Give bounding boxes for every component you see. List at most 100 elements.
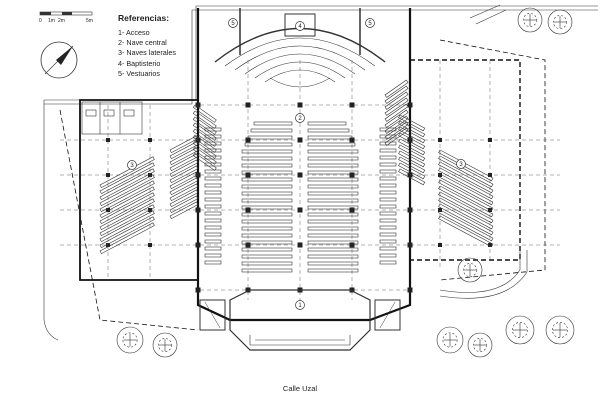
side-pew: [99, 156, 155, 189]
pew-aisle-left: [204, 211, 222, 216]
pew-aisle-left: [204, 253, 222, 258]
columns: [106, 102, 492, 293]
column: [195, 172, 201, 178]
side-pew: [398, 150, 426, 168]
column: [245, 207, 251, 213]
side-pew: [398, 114, 426, 132]
pew-left: [241, 212, 293, 217]
side-pew: [169, 195, 199, 214]
column: [297, 172, 303, 178]
column: [195, 102, 201, 108]
column: [349, 172, 355, 178]
side-pew: [99, 210, 155, 243]
side-pew: [99, 222, 155, 255]
legend-item-vestuarios: 5- Vestuarios: [118, 68, 160, 78]
trees: [116, 7, 575, 358]
pew-left: [241, 247, 293, 252]
pew-left: [241, 198, 293, 203]
side-pew: [169, 153, 199, 172]
side-nave-pews: [99, 79, 494, 255]
side-pew: [384, 115, 409, 134]
tree-icon: [116, 326, 144, 354]
pew-right: [307, 205, 359, 210]
pew-right: [307, 121, 347, 126]
area-marker: 5: [228, 18, 238, 28]
column: [349, 242, 355, 248]
side-pew: [384, 85, 409, 104]
tree-icon: [517, 7, 543, 33]
side-pew: [169, 147, 199, 166]
side-pew: [169, 165, 199, 184]
pew-left: [241, 226, 293, 231]
pew-aisle-right: [379, 141, 397, 146]
side-pew: [192, 116, 217, 135]
pew-right: [307, 226, 359, 231]
pew-right: [307, 142, 356, 147]
pew-left: [253, 121, 293, 126]
column: [438, 173, 442, 177]
side-pew: [99, 180, 155, 213]
column: [297, 102, 303, 108]
side-pew: [438, 215, 494, 248]
street-label: Calle Uzal: [282, 384, 318, 393]
pew-right: [307, 135, 353, 140]
column: [297, 137, 303, 143]
pew-left: [244, 142, 293, 147]
pew-aisle-right: [379, 225, 397, 230]
pew-aisle-left: [204, 204, 222, 209]
pew-aisle-left: [204, 190, 222, 195]
pew-left: [241, 156, 293, 161]
pew-aisle-right: [379, 246, 397, 251]
column: [349, 287, 355, 293]
side-pew: [438, 167, 494, 200]
column: [148, 138, 152, 142]
column: [349, 207, 355, 213]
side-pew: [438, 173, 494, 206]
pew-right: [307, 184, 359, 189]
side-pew: [192, 152, 217, 171]
pew-right: [307, 268, 359, 273]
pew-aisle-left: [204, 239, 222, 244]
area-marker-number: 5: [368, 21, 372, 27]
tree-icon: [505, 315, 535, 345]
pew-aisle-right: [379, 155, 397, 160]
column: [106, 208, 110, 212]
pew-aisle-right: [379, 211, 397, 216]
scale-bar: [39, 11, 93, 16]
column: [245, 287, 251, 293]
pew-aisle-right: [379, 239, 397, 244]
column: [407, 242, 413, 248]
pew-aisle-left: [204, 260, 222, 265]
side-pew: [192, 146, 217, 165]
side-pew: [384, 127, 409, 146]
pew-right: [307, 254, 359, 259]
tree-icon: [467, 332, 493, 358]
side-pew: [398, 132, 426, 150]
pew-right: [307, 219, 359, 224]
column: [349, 137, 355, 143]
pew-right: [307, 233, 359, 238]
area-marker-number: 2: [298, 116, 302, 122]
pew-right: [307, 177, 359, 182]
side-pew: [438, 179, 494, 212]
side-pew: [99, 216, 155, 249]
side-pew: [169, 141, 199, 160]
pew-left: [241, 261, 293, 266]
pew-aisle-right: [379, 218, 397, 223]
pew-left: [241, 240, 293, 245]
side-pew: [192, 110, 217, 129]
pew-left: [241, 219, 293, 224]
area-marker-number: 1: [298, 303, 302, 309]
column: [297, 242, 303, 248]
tree-icon: [436, 326, 464, 354]
side-pew: [99, 198, 155, 231]
pew-aisle-left: [204, 225, 222, 230]
pew-aisle-right: [379, 197, 397, 202]
pew-right: [307, 156, 359, 161]
column: [195, 207, 201, 213]
pew-right: [307, 163, 359, 168]
pew-left: [241, 170, 293, 175]
pew-right: [307, 170, 359, 175]
column: [195, 137, 201, 143]
